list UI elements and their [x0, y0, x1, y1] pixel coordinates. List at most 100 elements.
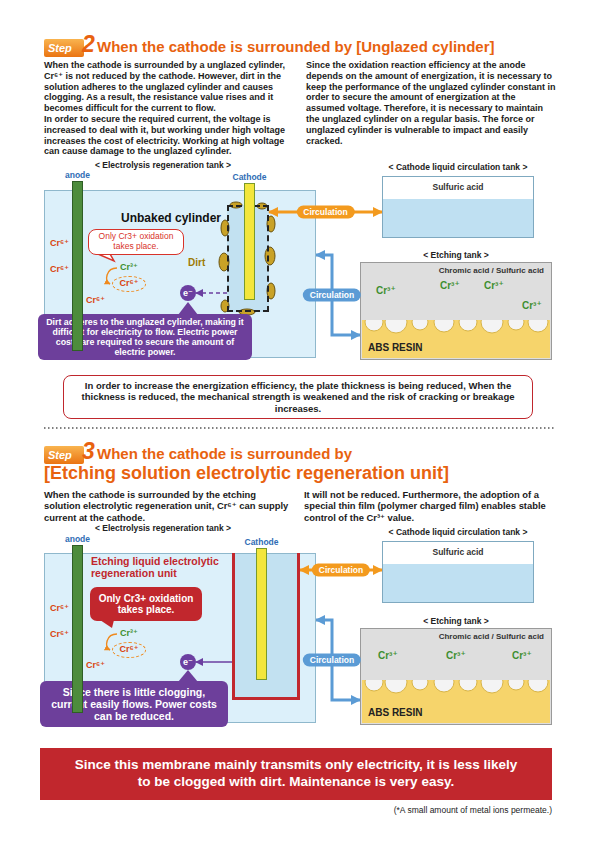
ion-label: Cr³⁺ — [446, 650, 466, 662]
resin-layer: ABS RESIN — [362, 320, 550, 358]
tank-title: < Electrolysis regeneration tank > — [95, 523, 231, 533]
body-text: In order to secure the required current,… — [44, 114, 294, 157]
electrode-label: anode — [65, 534, 90, 544]
etch-pit — [528, 320, 548, 332]
etch-pit — [434, 320, 454, 332]
liquid-label: Chromic acid / Sulfuric acid — [439, 266, 544, 276]
etch-pit — [434, 680, 454, 692]
callout-bubble: Only Cr3+ oxidation takes place. — [90, 587, 202, 621]
electrode-label: Cathode — [245, 537, 279, 547]
ion-label: Cr³⁺ — [512, 650, 532, 662]
step-number: 3 — [82, 438, 95, 464]
etch-pit — [508, 680, 524, 690]
liquid-label: Sulfuric acid — [383, 177, 533, 192]
etch-pit — [385, 320, 407, 333]
node-text: Cr⁶⁺ — [113, 277, 145, 290]
etch-pit — [459, 680, 477, 691]
text-block: It will not be reduced. Furthermore, the… — [304, 489, 556, 523]
tank-liquid — [44, 553, 316, 723]
section-heading: [Etching solution electrolytic regenerat… — [44, 462, 449, 484]
tank-title: < Electrolysis regeneration tank > — [95, 160, 231, 170]
anode-electrode: anode — [72, 181, 83, 351]
callout-box: Dirt adheres to the unglazed cylinder, m… — [38, 314, 252, 360]
ion-label: Cr⁶⁺ — [86, 660, 105, 671]
footnote: (*A small amount of metal ions permeate.… — [352, 805, 552, 815]
body-text: Since the oxidation reaction efficiency … — [306, 60, 556, 146]
etch-pit — [481, 680, 503, 693]
etch-pit — [412, 680, 428, 690]
cylinder-label: Unbaked cylinder — [121, 211, 221, 225]
ion-label: Cr⁶⁺ — [50, 238, 69, 249]
edge-label: Circulation — [303, 654, 361, 667]
section-heading: When the cathode is surrounded by — [97, 445, 352, 463]
etch-pit — [365, 680, 383, 691]
ion-oval: Cr⁶⁺ — [112, 276, 146, 292]
node-text: e⁻ — [180, 654, 196, 670]
ion-label: Cr⁶⁺ — [50, 603, 69, 614]
ion-label: Cr³⁺ — [440, 280, 460, 292]
tank-title: < Etching tank > — [423, 616, 489, 626]
text-block: When the cathode is surrounded by a ungl… — [44, 60, 556, 157]
note-box: In order to increase the energization ef… — [63, 375, 533, 419]
callout-tail — [98, 254, 114, 261]
electrolysis-tank: < Electrolysis regeneration tank >Only C… — [44, 190, 316, 358]
ion-label: Cr³⁺ — [120, 262, 138, 273]
body-text: When the cathode is surrounded by a ungl… — [44, 60, 294, 114]
callout-box: Since there is little clogging, current … — [40, 681, 228, 727]
electrode-label: Cathode — [233, 172, 267, 182]
tank-title: < Cathode liquid circulation tank > — [389, 162, 528, 172]
step-label: Step — [44, 39, 84, 57]
body-text: It will not be reduced. Furthermore, the… — [304, 489, 556, 523]
text-block: When the cathode is surrounded by the et… — [44, 489, 294, 523]
tank-title: < Etching tank > — [423, 250, 489, 260]
callout-bubble: Only Cr3+ oxidation takes place. — [88, 229, 184, 255]
node-text: Only Cr3+ oxidation takes place. — [94, 593, 198, 616]
resin-label: ABS RESIN — [368, 342, 422, 354]
etch-pit — [365, 320, 383, 331]
summary-banner: Since this membrane mainly transmits onl… — [40, 748, 552, 800]
edge-label: Circulation — [312, 564, 370, 577]
ion-label: Cr⁶⁺ — [86, 295, 105, 306]
cathode-liquid-tank: < Cathode liquid circulation tank >Sulfu… — [382, 541, 534, 603]
ion-oval: Cr⁶⁺ — [112, 642, 146, 658]
liquid-label: Chromic acid / Sulfuric acid — [439, 632, 544, 642]
ion-label: Cr³⁺ — [376, 285, 396, 297]
step-badge: Step2 — [44, 39, 84, 57]
resin-layer: ABS RESIN — [362, 680, 550, 723]
step-label: Step — [44, 446, 84, 464]
step-badge: Step3 — [44, 446, 84, 464]
tank-liquid — [44, 190, 316, 358]
electron-flow — [196, 661, 232, 663]
dirt-label: Dirt — [188, 257, 205, 269]
edge-label: Circulation — [296, 206, 354, 219]
etch-pit — [459, 320, 477, 331]
callout-tail — [100, 620, 114, 628]
node-text: In order to increase the energization ef… — [74, 380, 522, 414]
etch-pit — [385, 680, 407, 693]
etching-tank: < Etching tank >Chromic acid / Sulfuric … — [360, 628, 552, 725]
ion-label: Cr⁶⁺ — [50, 629, 69, 640]
node-text: Cr⁶⁺ — [113, 643, 145, 656]
unit-label: Etching liquid electrolytic regeneration… — [91, 555, 229, 579]
ion-label: Cr³⁺ — [522, 300, 542, 312]
ion-label: Cr³⁺ — [484, 280, 504, 292]
body-text: When the cathode is surrounded by the et… — [44, 489, 294, 523]
electrolysis-tank: < Electrolysis regeneration tank >Etchin… — [44, 553, 316, 723]
node-text: Only Cr3+ oxidation takes place. — [93, 232, 179, 252]
section-separator — [44, 427, 556, 429]
ion-label: Cr³⁺ — [378, 650, 398, 662]
cathode-liquid-tank: < Cathode liquid circulation tank >Sulfu… — [382, 176, 534, 238]
cathode-electrode: Cathode — [244, 183, 255, 300]
section-heading: When the cathode is surrounded by [Ungla… — [97, 38, 495, 56]
ion-label: Cr⁶⁺ — [50, 264, 69, 275]
edge-label: Circulation — [303, 289, 361, 302]
anode-electrode: anode — [72, 545, 83, 713]
node-text: e⁻ — [180, 285, 196, 301]
ion-label: Cr³⁺ — [120, 628, 138, 639]
node-text: Since this membrane mainly transmits onl… — [74, 757, 518, 791]
resin-label: ABS RESIN — [368, 707, 422, 719]
etch-pit — [528, 680, 548, 692]
etch-pit — [412, 320, 428, 330]
electron-flow — [196, 292, 227, 294]
